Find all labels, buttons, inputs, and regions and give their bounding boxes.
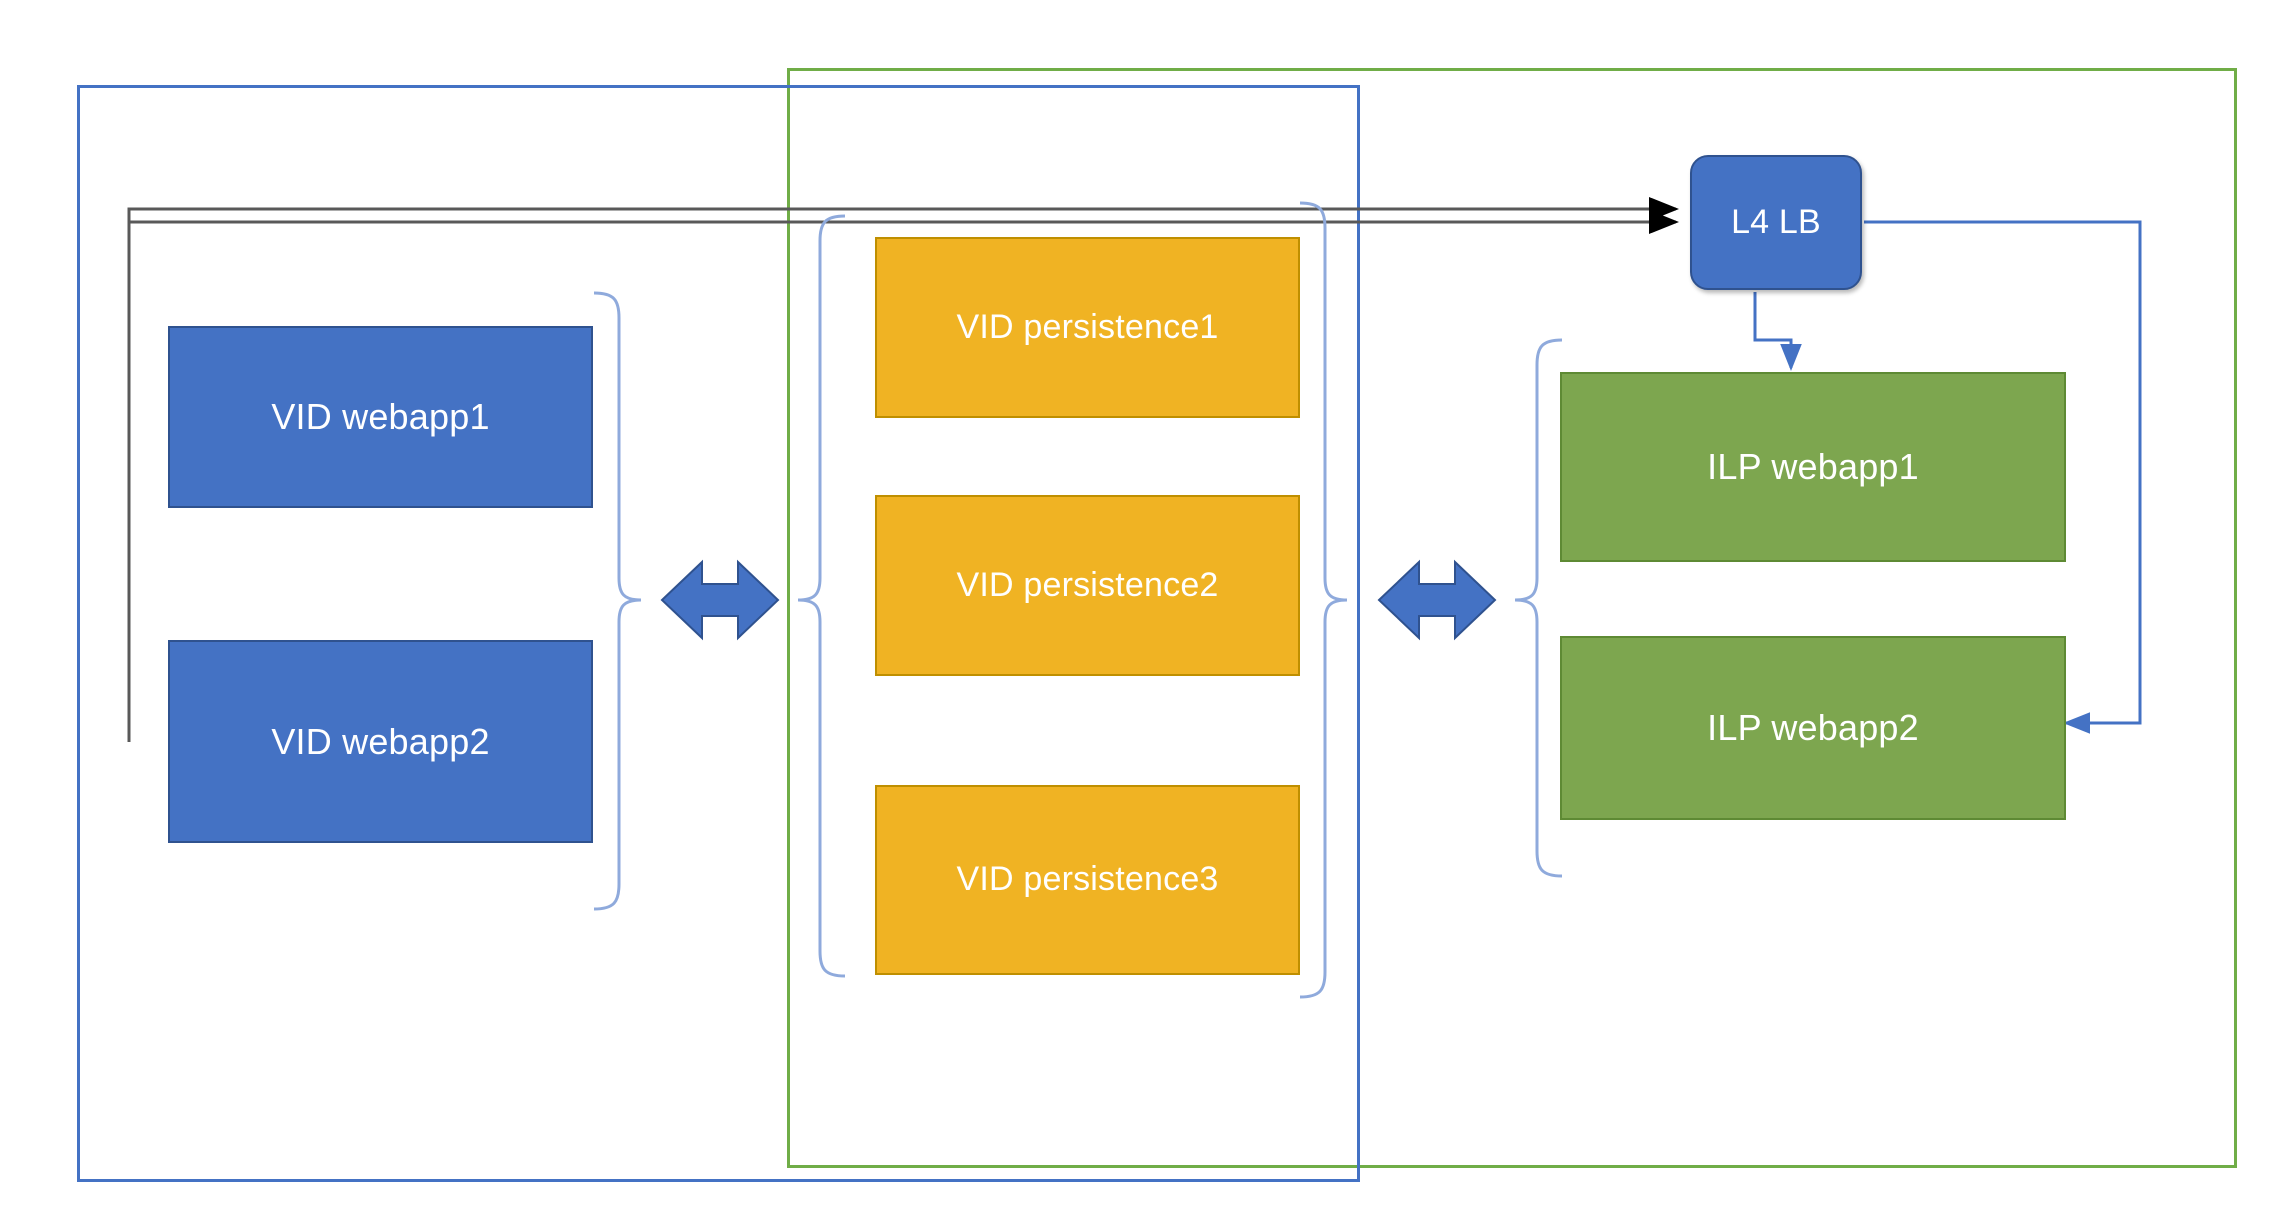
node-vid-persistence1-label: VID persistence1 bbox=[956, 307, 1219, 346]
node-vid-persistence3-label: VID persistence3 bbox=[956, 860, 1219, 899]
node-vid-webapp1[interactable]: VID webapp1 bbox=[168, 326, 593, 508]
node-l4-lb-label: L4 LB bbox=[1731, 202, 1821, 241]
node-vid-persistence2-label: VID persistence2 bbox=[956, 565, 1219, 604]
node-vid-persistence3[interactable]: VID persistence3 bbox=[875, 785, 1300, 975]
node-ilp-webapp1-label: ILP webapp1 bbox=[1707, 446, 1919, 488]
node-vid-webapp1-label: VID webapp1 bbox=[271, 396, 490, 438]
node-ilp-webapp1[interactable]: ILP webapp1 bbox=[1560, 372, 2066, 562]
node-vid-persistence2[interactable]: VID persistence2 bbox=[875, 495, 1300, 676]
node-vid-webapp2-label: VID webapp2 bbox=[271, 720, 490, 762]
node-ilp-webapp2-label: ILP webapp2 bbox=[1707, 707, 1919, 749]
node-vid-persistence1[interactable]: VID persistence1 bbox=[875, 237, 1300, 418]
node-vid-webapp2[interactable]: VID webapp2 bbox=[168, 640, 593, 843]
node-l4-lb[interactable]: L4 LB bbox=[1690, 155, 1862, 290]
node-ilp-webapp2[interactable]: ILP webapp2 bbox=[1560, 636, 2066, 820]
